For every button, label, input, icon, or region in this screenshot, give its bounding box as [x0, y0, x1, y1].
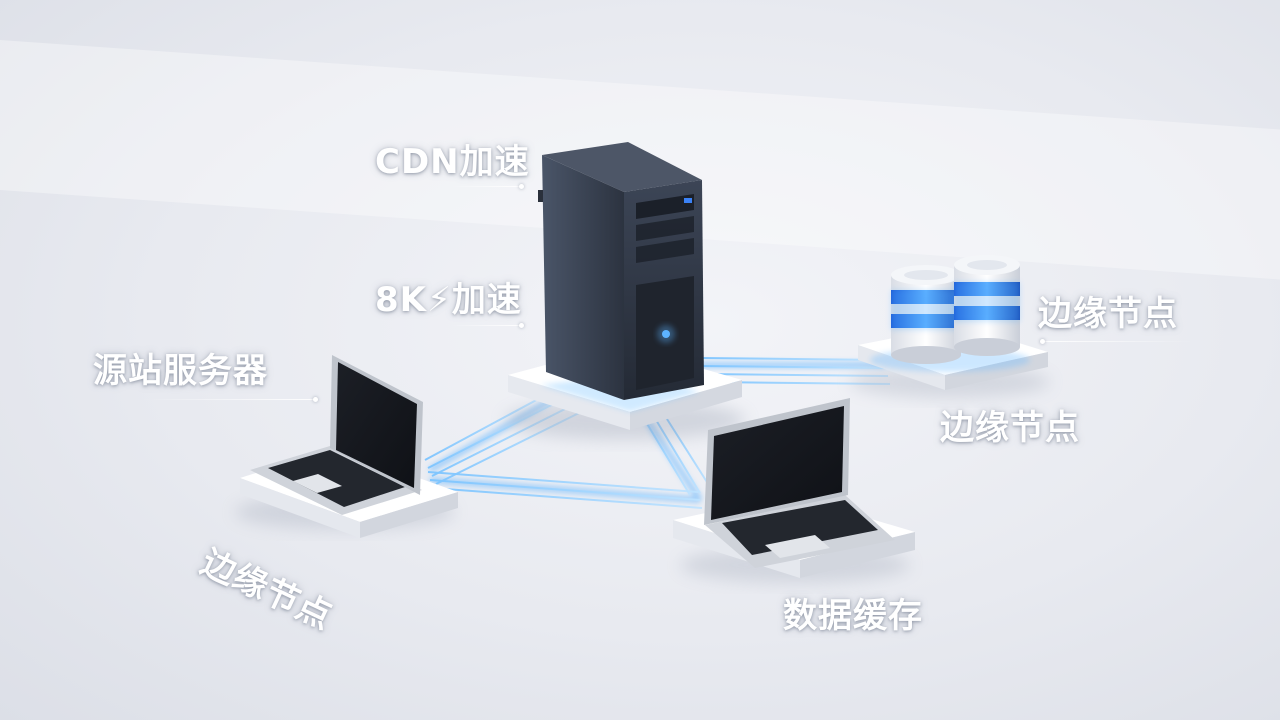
database-cylinder-icon: [954, 255, 1020, 356]
label-edge-node-right-mid: 边缘节点: [940, 408, 1080, 448]
label-cdn: CDN加速: [375, 142, 530, 182]
leader-line-8k: [450, 325, 520, 326]
leader-line-edge-right: [1044, 341, 1194, 342]
leader-line-cdn: [450, 186, 520, 187]
laptop-icon: [250, 355, 423, 515]
leader-dot-cdn: [519, 184, 524, 189]
label-origin-server: 源站服务器: [93, 351, 268, 391]
label-edge-node-right-top: 边缘节点: [1038, 294, 1178, 334]
laptop-node-front: [673, 398, 915, 583]
laptop-node-left: [235, 355, 458, 538]
leader-dot-origin: [313, 397, 318, 402]
database-cylinder-icon: [891, 265, 961, 364]
server-tower-icon: [538, 142, 704, 400]
label-8k: 8K⚡加速: [375, 280, 522, 320]
laptop-icon: [704, 398, 895, 568]
edge-storage-node: [850, 255, 1050, 398]
leader-dot-edge-right: [1040, 339, 1045, 344]
label-data-cache: 数据缓存: [783, 596, 923, 636]
leader-line-origin: [140, 399, 315, 400]
leader-dot-8k: [519, 323, 524, 328]
connection-beams: [424, 357, 891, 509]
server-node: [505, 142, 745, 440]
